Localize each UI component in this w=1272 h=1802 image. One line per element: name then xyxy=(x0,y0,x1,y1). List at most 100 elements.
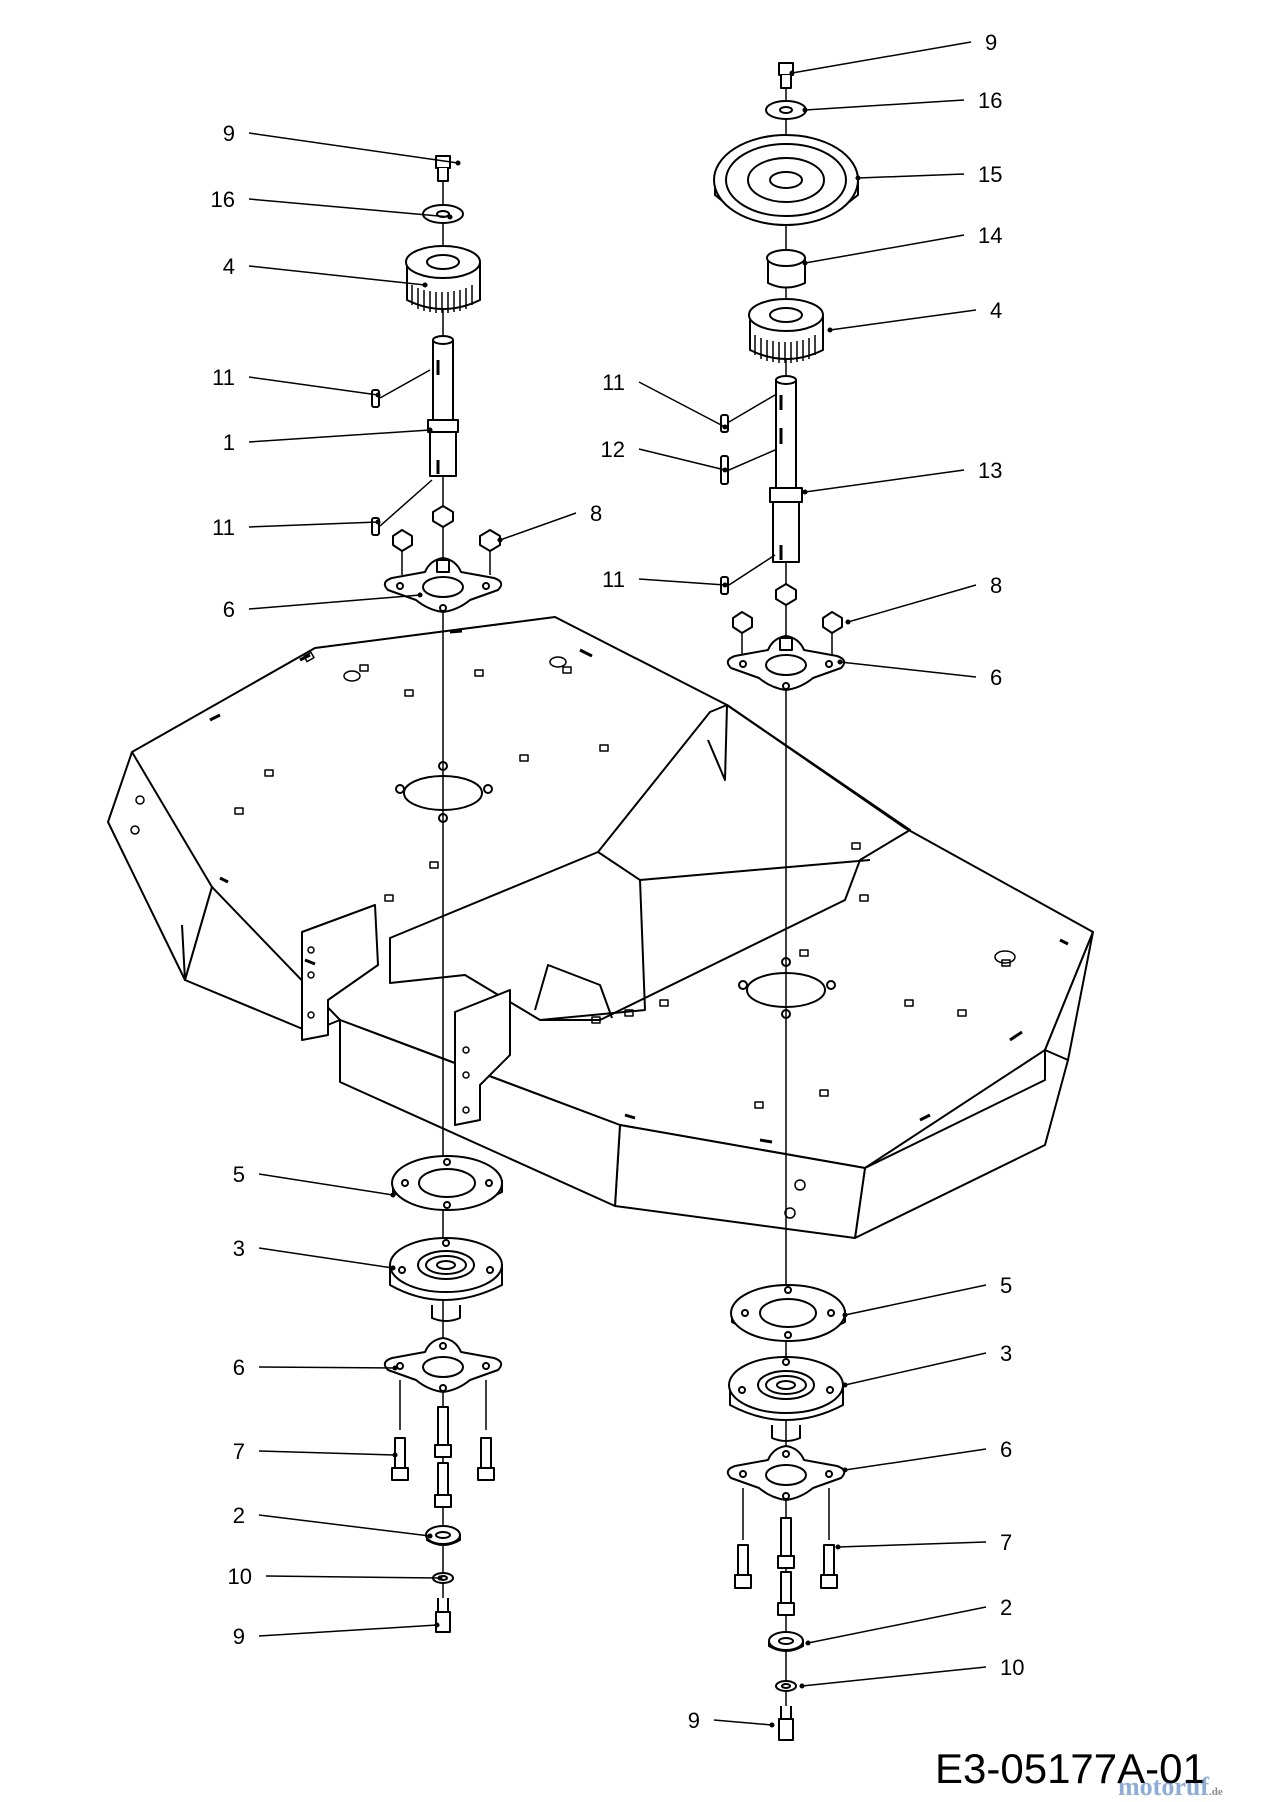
callout-number-11: 11 xyxy=(602,370,625,395)
callout-pointer-6 xyxy=(417,592,423,598)
callout-leader-10 xyxy=(801,1666,987,1687)
callout-number-3: 3 xyxy=(1000,1341,1012,1366)
callout-pointer-13 xyxy=(802,489,808,495)
callout-leader-3 xyxy=(844,1352,987,1386)
callout-pointer-10 xyxy=(799,1683,805,1689)
callout-number-6: 6 xyxy=(990,665,1002,690)
callout-number-10: 10 xyxy=(228,1564,252,1589)
callout-pointer-6 xyxy=(842,1467,848,1473)
callout-pointer-4 xyxy=(827,327,833,333)
callout-pointer-5 xyxy=(390,1192,396,1198)
callout-pointer-3 xyxy=(390,1265,396,1271)
callout-leader-11 xyxy=(248,521,379,528)
callout-pointer-9 xyxy=(769,1722,775,1728)
callout-number-13: 13 xyxy=(978,458,1002,483)
callout-pointer-16 xyxy=(447,214,453,220)
callout-leader-1 xyxy=(248,429,431,443)
callout-pointer-5 xyxy=(842,1312,848,1318)
callout-leader-11 xyxy=(248,376,379,396)
callout-number-5: 5 xyxy=(1000,1273,1012,1298)
right-spindle-top-parts xyxy=(713,62,859,691)
diagram-code: E3-05177A-01 xyxy=(935,1745,1206,1792)
callout-pointer-8 xyxy=(497,537,503,543)
callout-leader-4 xyxy=(248,265,426,286)
callout-number-8: 8 xyxy=(990,573,1002,598)
callout-leader-2 xyxy=(807,1606,987,1644)
callout-number-11: 11 xyxy=(602,567,625,592)
callout-pointer-2 xyxy=(427,1533,433,1539)
callout-leader-16 xyxy=(804,99,965,111)
callout-pointer-15 xyxy=(855,175,861,181)
callout-pointer-1 xyxy=(427,427,433,433)
callout-number-15: 15 xyxy=(978,162,1002,187)
callout-leader-14 xyxy=(804,234,965,264)
callout-leader-7 xyxy=(837,1541,987,1548)
callout-number-6: 6 xyxy=(1000,1437,1012,1462)
callout-number-16: 16 xyxy=(978,88,1002,113)
callout-pointer-9 xyxy=(455,160,461,166)
mower-deck-housing xyxy=(107,616,1094,1239)
watermark-text: motoruf xyxy=(1118,1772,1209,1801)
callout-number-9: 9 xyxy=(985,30,997,55)
callout-pointer-6 xyxy=(837,659,843,665)
callout-number-6: 6 xyxy=(223,597,235,622)
callout-number-9: 9 xyxy=(233,1624,245,1649)
callout-pointer-11 xyxy=(722,582,728,588)
callout-number-2: 2 xyxy=(1000,1595,1012,1620)
callout-pointer-11 xyxy=(375,392,381,398)
callout-number-4: 4 xyxy=(990,298,1002,323)
watermark-suffix: .de xyxy=(1208,1786,1223,1798)
callout-pointer-3 xyxy=(842,1382,848,1388)
callout-pointer-7 xyxy=(835,1544,841,1550)
callout-number-11: 11 xyxy=(212,515,235,540)
callout-leader-2 xyxy=(258,1514,431,1537)
callout-number-8: 8 xyxy=(590,501,602,526)
callout-pointer-11 xyxy=(722,424,728,430)
callout-number-11: 11 xyxy=(212,365,235,390)
callout-pointer-14 xyxy=(802,260,808,266)
callout-leader-5 xyxy=(258,1173,394,1196)
callout-leader-9 xyxy=(713,1719,773,1726)
callout-leader-9 xyxy=(248,132,459,164)
callout-pointer-12 xyxy=(722,467,728,473)
left-spindle-top-parts xyxy=(371,155,503,613)
callout-leader-6 xyxy=(258,1366,396,1369)
callout-leader-12 xyxy=(638,448,726,471)
callout-leader-lines xyxy=(248,41,987,1728)
callout-number-9: 9 xyxy=(223,121,235,146)
callout-leader-10 xyxy=(265,1575,441,1579)
callout-pointer-4 xyxy=(422,282,428,288)
callout-leader-9 xyxy=(791,41,972,74)
callout-leader-11 xyxy=(638,381,726,428)
callout-leader-5 xyxy=(844,1284,987,1316)
callout-leader-15 xyxy=(857,173,965,179)
callout-number-16: 16 xyxy=(211,187,235,212)
callout-number-9: 9 xyxy=(688,1708,700,1733)
callout-number-3: 3 xyxy=(233,1236,245,1261)
callout-number-7: 7 xyxy=(233,1439,245,1464)
callout-pointer-7 xyxy=(392,1452,398,1458)
callout-pointer-16 xyxy=(802,107,808,113)
callout-number-5: 5 xyxy=(233,1162,245,1187)
callout-pointer-8 xyxy=(845,619,851,625)
callout-leader-16 xyxy=(248,198,451,218)
callout-leader-7 xyxy=(258,1450,396,1456)
callout-leader-13 xyxy=(804,469,965,493)
left-spindle-bottom-parts xyxy=(383,1155,503,1633)
callout-leader-6 xyxy=(844,1448,987,1471)
right-spindle-bottom-parts xyxy=(726,1284,846,1741)
callout-number-7: 7 xyxy=(1000,1530,1012,1555)
callout-leader-8 xyxy=(847,584,977,623)
callout-leader-4 xyxy=(829,309,977,331)
callout-number-12: 12 xyxy=(601,437,625,462)
callout-number-1: 1 xyxy=(223,430,235,455)
callout-number-14: 14 xyxy=(978,223,1002,248)
callout-number-2: 2 xyxy=(233,1503,245,1528)
callout-leader-6 xyxy=(248,594,421,610)
callout-leader-11 xyxy=(638,578,726,586)
callout-number-10: 10 xyxy=(1000,1655,1024,1680)
callout-number-4: 4 xyxy=(223,254,235,279)
callout-leader-9 xyxy=(258,1624,438,1637)
